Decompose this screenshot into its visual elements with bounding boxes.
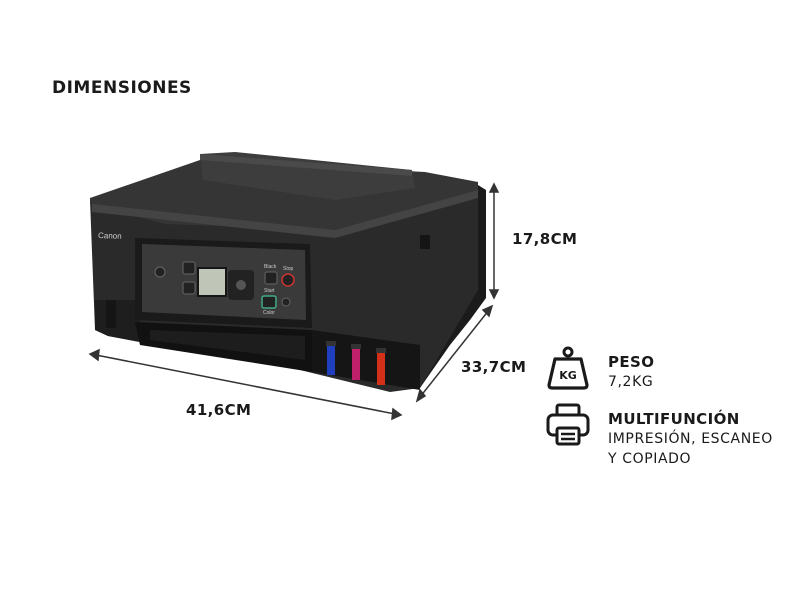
printer-icon	[546, 403, 590, 446]
weight-icon-text: KG	[559, 369, 577, 382]
spec-weight-title: PESO	[608, 353, 655, 371]
printer-image	[90, 152, 486, 392]
spec-weight-value: 7,2KG	[608, 374, 654, 390]
panel-label-black: Black	[264, 264, 277, 270]
depth-dimension-label: 33,7CM	[461, 358, 527, 376]
spec-weight: KG PESO 7,2KG	[545, 345, 785, 425]
brand-logo-text: Canon	[98, 231, 122, 241]
panel-label-start: Start	[264, 288, 275, 294]
width-dimension-arrow	[88, 348, 403, 421]
width-dimension-label: 41,6CM	[186, 401, 252, 419]
spec-multifunction: MULTIFUNCIÓN IMPRESIÓN, ESCANEO Y COPIAD…	[545, 402, 785, 482]
spec-multifunction-title: MULTIFUNCIÓN	[608, 410, 740, 428]
height-dimension-label: 17,8CM	[512, 230, 578, 248]
panel-label-color: Color	[263, 310, 275, 316]
panel-label-stop: Stop	[283, 266, 294, 272]
page-heading: DIMENSIONES	[52, 78, 192, 98]
weight-kg-icon: KG	[547, 346, 589, 390]
spec-multifunction-description: IMPRESIÓN, ESCANEO Y COPIADO	[608, 431, 773, 467]
depth-dimension-arrow	[415, 304, 494, 403]
height-dimension-arrow	[488, 182, 500, 300]
